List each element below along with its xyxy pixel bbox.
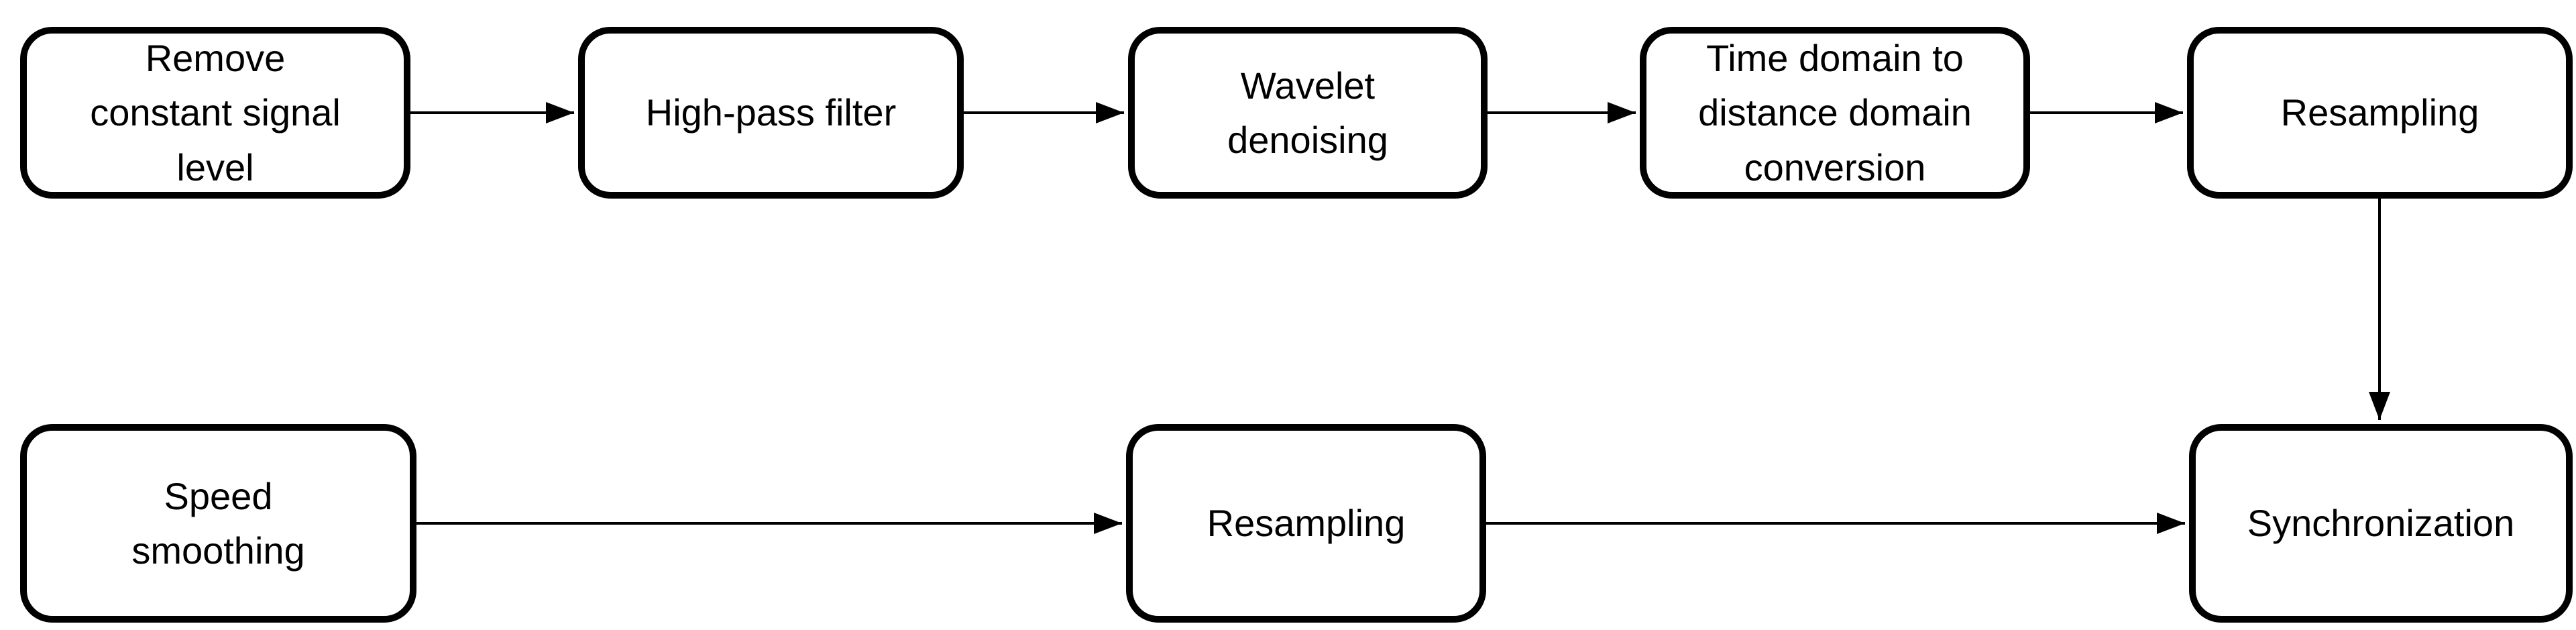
node-label-resampling-top: Resampling <box>2280 91 2479 134</box>
node-time-domain-to-distance-domain-conversion: Time domain to distance domain conversio… <box>1640 27 2030 199</box>
node-label-synchronization: Synchronization <box>2247 502 2515 545</box>
node-resampling-bottom: Resampling <box>1126 424 1486 623</box>
node-wavelet-denoising: Wavelet denoising <box>1128 27 1488 199</box>
node-remove-constant-signal-level: Remove constant signal level <box>20 27 410 199</box>
node-label-high-pass-filter: High-pass filter <box>645 91 897 134</box>
node-label-remove-constant-signal-level: Remove constant signal level <box>90 37 341 189</box>
node-speed-smoothing: Speed smoothing <box>20 424 416 623</box>
node-synchronization: Synchronization <box>2189 424 2573 623</box>
node-label-time-domain-to-distance-domain-conversion: Time domain to distance domain conversio… <box>1698 37 1972 189</box>
node-label-speed-smoothing: Speed smoothing <box>131 474 305 572</box>
node-high-pass-filter: High-pass filter <box>578 27 964 199</box>
node-resampling-top: Resampling <box>2187 27 2573 199</box>
node-label-resampling-bottom: Resampling <box>1207 502 1406 545</box>
node-label-wavelet-denoising: Wavelet denoising <box>1227 64 1388 161</box>
